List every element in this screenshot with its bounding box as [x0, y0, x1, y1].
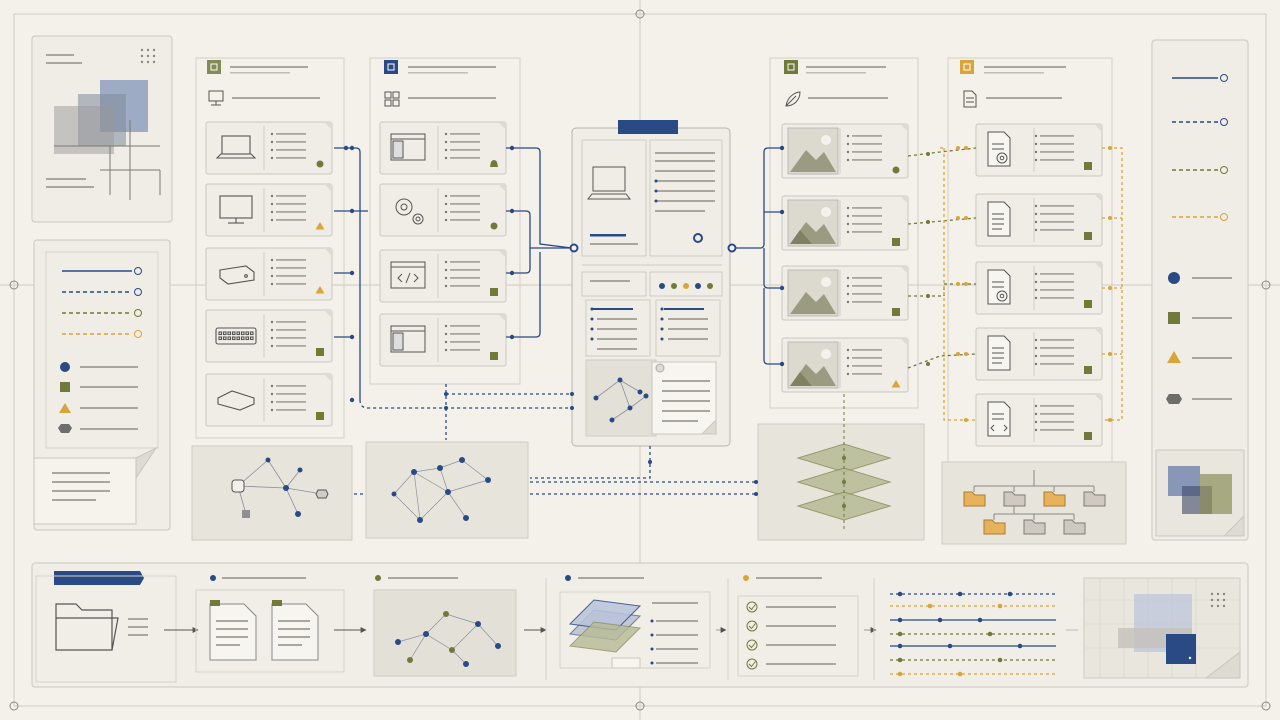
- document-card: [975, 327, 1103, 381]
- legend-circle-icon: [60, 362, 70, 372]
- legend-square-icon: [60, 382, 70, 392]
- hub-laptop-icon: [586, 166, 632, 200]
- timeline-row: [890, 591, 1056, 597]
- graph-panel-left: [191, 445, 353, 541]
- images-column: [769, 57, 919, 409]
- landscape-image-icon: [787, 269, 839, 317]
- central-hub-panel: [571, 120, 731, 447]
- image-card: [781, 123, 909, 179]
- landscape-image-icon: [787, 341, 839, 389]
- device-card: [205, 309, 333, 363]
- monitor-icon: [219, 195, 253, 224]
- devices-column: [195, 57, 345, 439]
- legend-triangle-icon: [59, 403, 71, 413]
- image-card: [781, 265, 909, 321]
- document-card: [975, 123, 1103, 177]
- laptop-icon: [215, 135, 257, 159]
- connector-lines: [334, 145, 1123, 496]
- gears-icon: [395, 198, 424, 225]
- checklist-icon: [746, 601, 758, 670]
- document-card: [975, 193, 1103, 247]
- code-window-icon: [390, 261, 426, 289]
- browser-window-icon: [390, 325, 426, 353]
- window-card: [379, 183, 507, 237]
- device-card: [205, 183, 333, 237]
- document-icon: [987, 201, 1011, 237]
- router-icon: [219, 265, 255, 285]
- device-header-icon: [208, 90, 224, 106]
- browser-window-icon: [390, 133, 426, 161]
- landscape-image-icon: [787, 199, 839, 247]
- document-header-icon: [963, 90, 977, 108]
- document-card: [975, 261, 1103, 315]
- landscape-image-icon: [787, 127, 839, 175]
- device-card: [205, 373, 333, 427]
- hub-icon: [217, 390, 255, 411]
- timeline-row: [890, 657, 1056, 663]
- leaf-header-icon: [785, 91, 801, 107]
- graph-panel-center: [365, 441, 529, 539]
- keyboard-icon: [215, 327, 257, 345]
- window-card: [379, 121, 507, 175]
- document-card: [975, 393, 1103, 447]
- windows-column: [369, 57, 521, 385]
- pipeline-document-icon: [271, 600, 319, 661]
- document-code-icon: [987, 401, 1011, 437]
- timeline-row: [890, 617, 1056, 623]
- pipeline-folder-icon: [55, 603, 119, 651]
- legend-hexagon-icon: [58, 424, 72, 433]
- folder-tree-panel: [941, 461, 1127, 545]
- timeline-row: [890, 603, 1056, 609]
- pipeline-strip: [31, 562, 1249, 688]
- grid-header-icon: [384, 91, 400, 107]
- corner-markers: [9, 9, 1271, 711]
- pipeline-document-icon: [209, 600, 257, 661]
- documents-column: [947, 57, 1113, 467]
- window-card: [379, 249, 507, 303]
- right-legend-panel: [1151, 39, 1249, 541]
- left-legend-panel: [33, 239, 171, 531]
- window-card: [379, 313, 507, 367]
- timeline-row: [890, 643, 1056, 649]
- image-card: [781, 195, 909, 251]
- document-icon: [987, 335, 1011, 371]
- layers-panel: [757, 394, 925, 541]
- document-gear-icon: [987, 131, 1011, 167]
- device-card: [205, 121, 333, 175]
- left-overlay-card: [31, 35, 173, 223]
- timeline-row: [890, 631, 1056, 637]
- timeline-row: [890, 671, 1056, 677]
- folder-icon: [963, 491, 986, 507]
- document-gear-icon: [987, 269, 1011, 305]
- device-card: [205, 247, 333, 301]
- image-card: [781, 337, 909, 393]
